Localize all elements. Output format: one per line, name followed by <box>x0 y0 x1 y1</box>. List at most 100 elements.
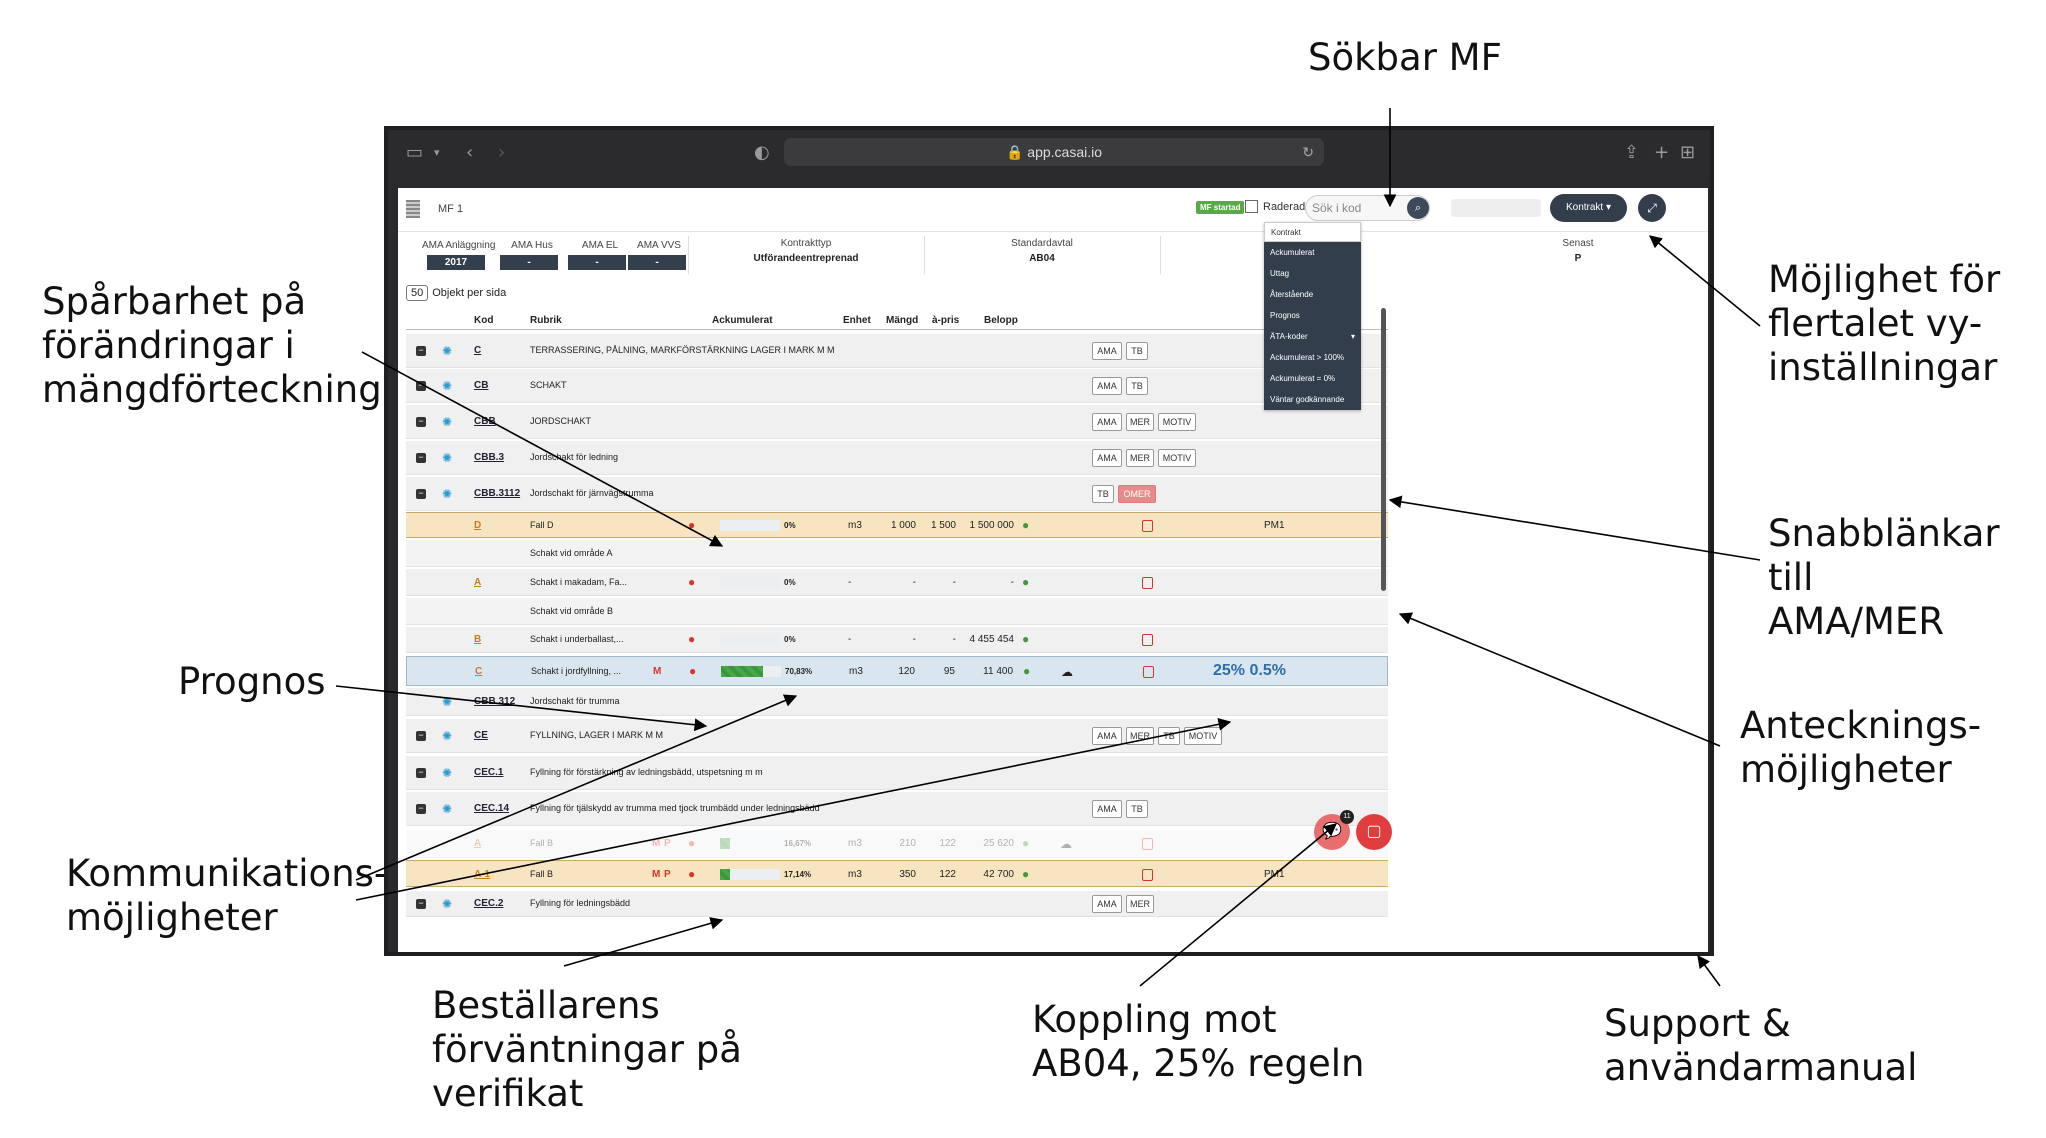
chat-bubble-icon[interactable]: ● <box>1022 632 1030 646</box>
kontrakt-view-button[interactable]: Kontrakt ▾ <box>1550 194 1627 222</box>
cloud-download-icon[interactable]: ☁ <box>1060 837 1072 851</box>
quicklink-tb-button[interactable]: TB <box>1158 726 1180 745</box>
quicklink-ama-button[interactable]: AMA <box>1092 726 1122 745</box>
hierarchy-icon[interactable]: ✺ <box>442 766 453 780</box>
quicklink-mer-button[interactable]: MER <box>1126 448 1154 467</box>
tab-overview-icon[interactable]: ⊞ <box>1680 142 1696 163</box>
collapse-icon[interactable]: − <box>416 768 426 778</box>
col-enhet[interactable]: Enhet <box>843 315 871 326</box>
note-icon[interactable] <box>1143 666 1154 678</box>
table-row[interactable]: Schakt vid område A <box>406 540 1388 567</box>
dropdown-item-ack-zero[interactable]: Ackumulerat = 0% <box>1270 374 1336 383</box>
hierarchy-icon[interactable]: ✺ <box>442 695 453 709</box>
quicklink-motiv-button[interactable]: MOTIV <box>1158 412 1196 431</box>
row-code[interactable]: CEC.2 <box>474 898 504 909</box>
row-code[interactable]: CBB <box>474 416 496 427</box>
dropdown-item-ack-over-100[interactable]: Ackumulerat > 100% <box>1270 353 1345 362</box>
collapse-icon[interactable]: − <box>416 346 426 356</box>
filter-field[interactable] <box>1451 199 1541 217</box>
collapse-icon[interactable]: − <box>416 731 426 741</box>
quicklink-omer-button[interactable]: OMER <box>1118 484 1156 503</box>
col-apris[interactable]: à-pris <box>932 315 960 326</box>
hierarchy-icon[interactable]: ✺ <box>442 487 453 501</box>
note-icon[interactable] <box>1142 577 1153 589</box>
row-code[interactable]: B <box>474 634 482 645</box>
comment-bubble-icon[interactable]: ● <box>689 664 697 678</box>
row-code[interactable]: D <box>474 520 482 531</box>
comment-bubble-icon[interactable]: ● <box>688 518 696 532</box>
quicklink-tb-button[interactable]: TB <box>1092 484 1114 503</box>
share-icon[interactable]: ⇪ <box>1624 142 1640 163</box>
quicklink-ama-button[interactable]: AMA <box>1092 412 1122 431</box>
col-kod[interactable]: Kod <box>474 315 494 326</box>
collapse-icon[interactable]: − <box>416 417 426 427</box>
address-bar[interactable]: 🔒 app.casai.io ↻ <box>784 138 1324 166</box>
dropdown-item-uttag[interactable]: Uttag <box>1270 269 1290 278</box>
collapse-icon[interactable]: − <box>416 381 426 391</box>
dropdown-item-kontrakt[interactable]: Kontrakt <box>1264 222 1361 242</box>
vertical-scrollbar[interactable] <box>1381 308 1386 591</box>
comment-bubble-icon[interactable]: ● <box>688 575 696 589</box>
note-icon[interactable] <box>1142 520 1153 532</box>
quicklink-ama-button[interactable]: AMA <box>1092 376 1122 395</box>
col-belopp[interactable]: Belopp <box>984 315 1018 326</box>
row-code[interactable]: CEC.14 <box>474 803 510 814</box>
order-m-marker[interactable]: M <box>652 869 661 880</box>
table-row[interactable]: Schakt vid område B <box>406 598 1388 625</box>
note-icon[interactable] <box>1142 634 1153 646</box>
hierarchy-icon[interactable]: ✺ <box>442 379 453 393</box>
quicklink-mer-button[interactable]: MER <box>1126 894 1154 913</box>
chat-bubble-icon[interactable]: ● <box>1022 836 1030 850</box>
dropdown-item-vantar[interactable]: Väntar godkännande <box>1270 395 1345 404</box>
col-ackumulerat[interactable]: Ackumulerat <box>712 315 773 326</box>
col-mangd[interactable]: Mängd <box>886 315 919 326</box>
quicklink-ama-button[interactable]: AMA <box>1092 894 1122 913</box>
row-code[interactable]: CBB.3 <box>474 452 505 463</box>
reload-icon[interactable]: ↻ <box>1302 144 1314 160</box>
hierarchy-icon[interactable]: ✺ <box>442 415 453 429</box>
quicklink-motiv-button[interactable]: MOTIV <box>1184 726 1222 745</box>
comment-bubble-icon[interactable]: ● <box>688 632 696 646</box>
note-icon[interactable] <box>1142 869 1153 881</box>
row-code[interactable]: C <box>475 666 483 677</box>
forward-icon[interactable]: › <box>498 142 506 163</box>
dropdown-item-ackumulerat[interactable]: Ackumulerat <box>1270 248 1315 257</box>
row-code[interactable]: A <box>474 577 482 588</box>
row-code[interactable]: CBB.3112 <box>474 488 521 499</box>
dropdown-item-ata-koder[interactable]: ÄTA-koder▾ <box>1264 326 1361 347</box>
row-code[interactable]: A-1 <box>474 869 491 880</box>
collapse-icon[interactable]: − <box>416 804 426 814</box>
cloud-download-icon[interactable]: ☁ <box>1061 665 1073 679</box>
quicklink-tb-button[interactable]: TB <box>1126 341 1148 360</box>
raderade-toggle[interactable]: Raderade <box>1245 200 1311 213</box>
quicklink-ama-button[interactable]: AMA <box>1092 448 1122 467</box>
hierarchy-icon[interactable]: ✺ <box>442 897 453 911</box>
quicklink-mer-button[interactable]: MER <box>1126 412 1154 431</box>
row-code[interactable]: CBB.312 <box>474 696 516 707</box>
hierarchy-icon[interactable]: ✺ <box>442 802 453 816</box>
row-code[interactable]: C <box>474 345 482 356</box>
search-icon[interactable]: ⌕ <box>1407 197 1429 219</box>
raderade-checkbox[interactable] <box>1245 200 1258 213</box>
sidebar-icon[interactable]: ▭ <box>406 142 424 163</box>
chat-bubble-icon[interactable]: ● <box>1022 518 1030 532</box>
collapse-icon[interactable]: − <box>416 899 426 909</box>
quicklink-motiv-button[interactable]: MOTIV <box>1158 448 1196 467</box>
chat-bubble-icon[interactable]: ● <box>1022 575 1030 589</box>
hierarchy-icon[interactable]: ✺ <box>442 451 453 465</box>
dropdown-item-aterstaende[interactable]: Återstående <box>1270 290 1314 299</box>
back-icon[interactable]: ‹ <box>466 142 474 163</box>
row-code[interactable]: CE <box>474 730 488 741</box>
new-tab-icon[interactable]: + <box>1654 142 1670 163</box>
hierarchy-icon[interactable]: ✺ <box>442 729 453 743</box>
